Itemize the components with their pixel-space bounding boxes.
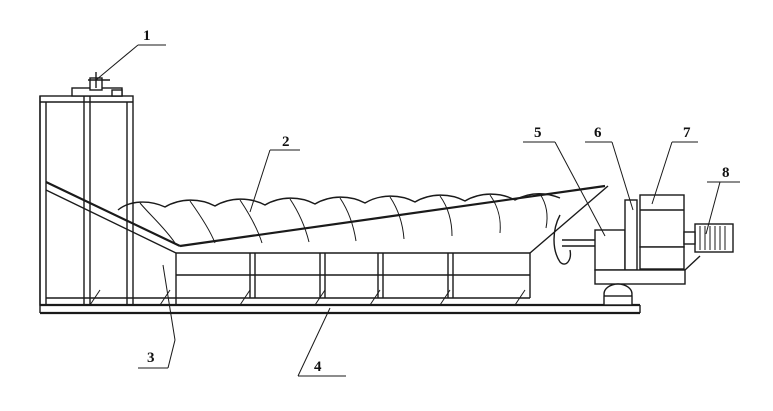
spiral-screw <box>117 193 561 244</box>
callout-1-label: 1 <box>143 28 151 44</box>
support-frame <box>89 253 530 306</box>
callout-leaders <box>95 44 740 377</box>
callout-2-label: 2 <box>282 134 290 150</box>
callout-5-label: 5 <box>534 125 542 141</box>
callout-7-label: 7 <box>683 125 691 141</box>
callout-8-label: 8 <box>722 165 730 181</box>
base-frame <box>39 96 641 315</box>
callout-3-label: 3 <box>147 350 155 366</box>
callout-4-label: 4 <box>314 359 322 375</box>
trough <box>45 181 609 305</box>
tank-housing <box>39 95 134 306</box>
callout-6-label: 6 <box>594 125 602 141</box>
lifting-mechanism <box>71 72 123 97</box>
drive-assembly <box>553 194 734 306</box>
callout-labels: 1 2 3 4 5 6 7 8 <box>143 28 730 375</box>
